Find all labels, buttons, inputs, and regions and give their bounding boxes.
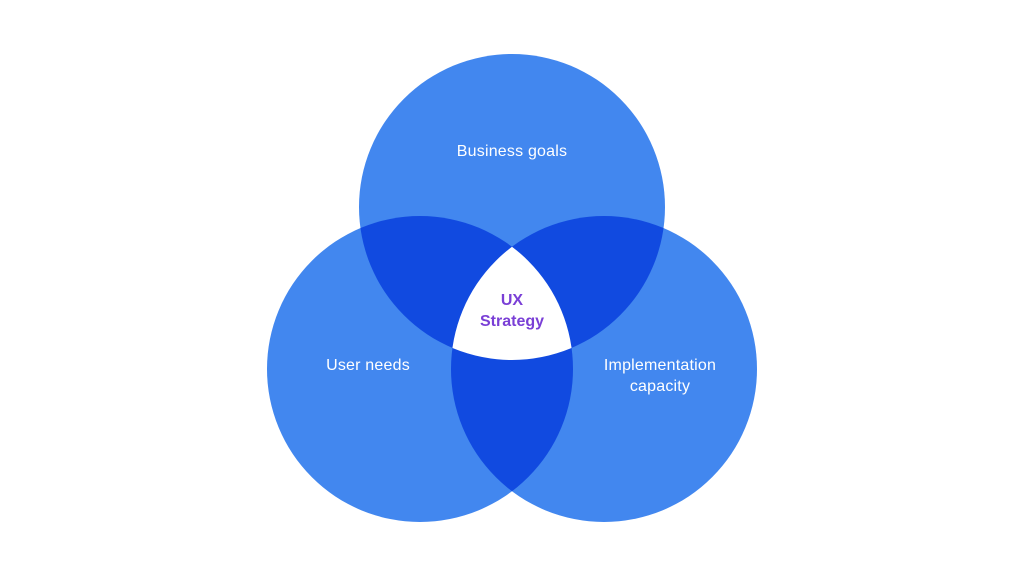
label-business-goals: Business goals bbox=[457, 143, 567, 160]
label-ux: UX bbox=[501, 292, 524, 309]
label-strategy: Strategy bbox=[480, 313, 544, 330]
label-user-needs: User needs bbox=[326, 357, 410, 374]
label-implementation-line2: capacity bbox=[630, 378, 690, 395]
center-intersection bbox=[451, 216, 573, 360]
label-implementation-line1: Implementation bbox=[604, 357, 716, 374]
